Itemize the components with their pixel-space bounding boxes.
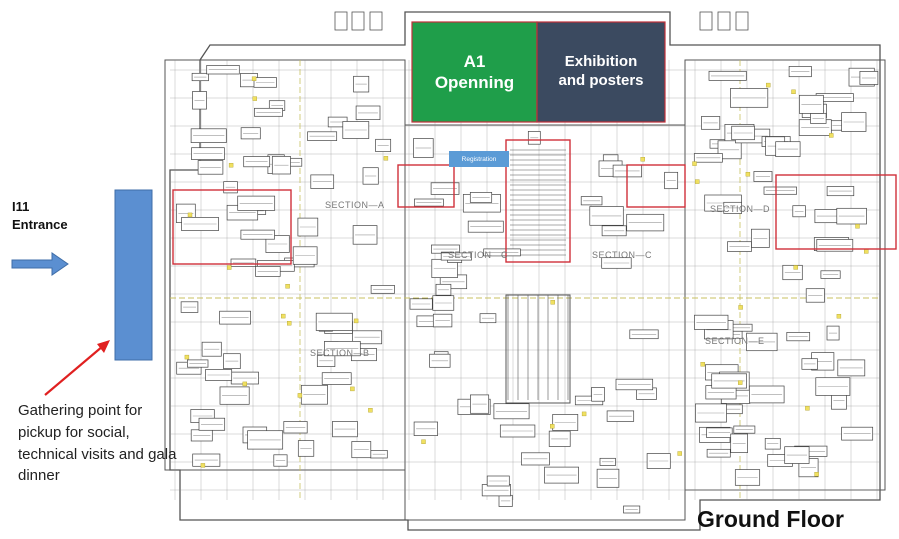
marker-square [281,313,286,319]
highlight-zone-right [775,174,897,250]
marker-square [814,472,819,477]
escalator-zone [505,294,571,404]
a1-label-line1: A1 [463,51,486,71]
highlight-zone-stairs [505,139,571,263]
marker-square [226,265,232,270]
section-d-label: SECTION—D [710,204,771,214]
marker-square [738,380,743,385]
roof-structure [717,11,731,31]
marker-square [738,305,743,310]
marker-square [285,284,290,289]
marker-square [793,265,798,270]
exhibition-label-line1: Exhibition [564,53,638,71]
marker-square [745,171,751,177]
marker-square [187,212,193,218]
marker-square [805,406,810,411]
highlight-zone-left [172,189,292,265]
marker-square [677,451,682,456]
marker-square [383,156,389,161]
marker-square [353,318,359,324]
highlight-zone-reg-right [626,164,686,208]
exhibition-label: Exhibition and posters [537,22,665,122]
entrance-label-line2: Entrance [12,216,68,232]
registration-bar [449,151,509,167]
gathering-point-bar [114,189,153,361]
marker-square [252,96,258,101]
marker-square [791,89,796,95]
a1-opening-box [411,21,538,123]
marker-square [692,161,697,166]
marker-square [251,76,257,81]
exhibition-box [536,21,666,123]
marker-square [368,408,373,413]
marker-square [184,354,190,360]
marker-square [550,424,555,429]
floor-plan-rooms [176,65,879,514]
entrance-label-line1: I11 [12,199,30,214]
gathering-pointer-arrow-icon [44,340,110,396]
marker-square [829,133,834,138]
marker-square [864,249,869,254]
marker-square [640,156,645,162]
roof-structure [369,11,383,31]
section-c-left-label: SECTION—C [448,250,509,260]
roof-structure [735,11,749,31]
section-b-label: SECTION—B [310,348,370,358]
roof-structure [334,11,348,31]
marker-square [200,463,206,468]
highlight-zone-reg-left [397,164,455,208]
section-c-right-label: SECTION—C [592,250,653,260]
marker-square [350,386,355,392]
a1-label-line2: Openning [434,73,515,92]
section-e-label: SECTION—E [705,336,765,346]
marker-square [766,82,771,88]
registration-label: Registration [461,155,497,163]
exhibition-label-line2: and posters [558,72,644,89]
floor-title: Ground Floor [697,506,844,532]
marker-square [287,321,292,326]
marker-square [581,411,587,417]
a1-opening-label: A1 Openning [412,22,537,122]
entrance-label: I11 Entrance [12,198,68,233]
marker-square [228,162,234,168]
section-a-label: SECTION—A [325,200,385,210]
marker-square [297,393,303,398]
marker-square [695,179,700,184]
marker-square [836,314,842,319]
marker-square [242,381,248,387]
entrance-arrow-icon [11,252,69,276]
marker-square [550,300,555,305]
marker-square [421,439,426,444]
gathering-point-label: Gathering point for pickup for social, t… [18,402,177,485]
roof-structure [351,11,365,31]
marker-square [855,223,860,229]
marker-square [700,362,705,367]
roof-structure [699,11,713,31]
highlight-zones [172,139,897,265]
